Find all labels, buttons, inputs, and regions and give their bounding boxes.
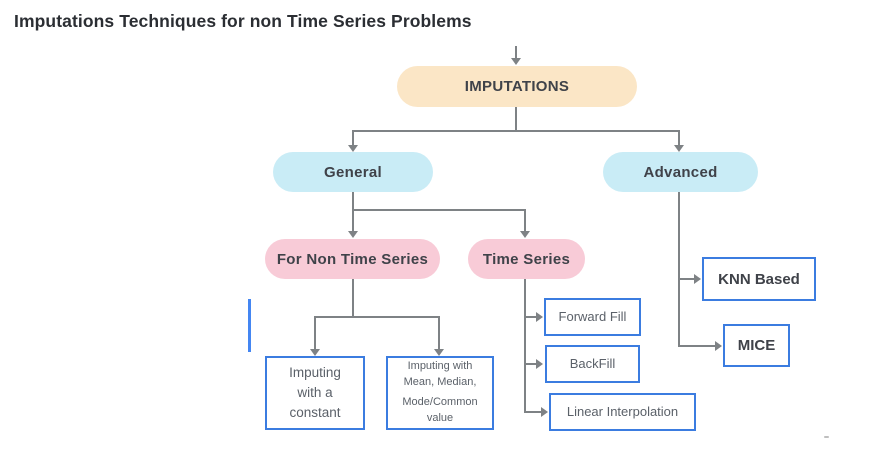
node-imputations: IMPUTATIONS [397,66,637,107]
node-linear-interpolation: Linear Interpolation [549,393,696,431]
node-advanced: Advanced [603,152,758,192]
arrow-down-icon [674,145,684,152]
node-knn-based: KNN Based [702,257,816,301]
node-imputing-constant: Imputing with a constant [265,356,365,430]
connector-line [678,345,715,347]
connector-line [524,209,526,231]
connector-line [515,46,517,59]
connector-line [352,279,354,317]
connector-line [524,411,541,413]
arrow-down-icon [520,231,530,238]
node-imputing-constant-line2: with a [297,384,333,400]
node-linear-interpolation-label: Linear Interpolation [566,403,679,419]
connector-line [352,130,354,146]
node-imputing-mean-line3: Mode/Common [402,396,478,408]
connector-line [438,316,440,349]
node-general: General [273,152,433,192]
connector-line [352,209,526,211]
arrow-right-icon [715,341,722,351]
node-backfill-label: BackFill [569,355,616,371]
node-for-non-time-series: For Non Time Series [265,239,440,279]
node-backfill: BackFill [545,345,640,383]
connector-line [524,316,536,318]
connector-line [314,316,440,318]
node-imputing-mean-median-mode: Imputing with Mean, Median, Mode/Common … [386,356,494,430]
diagram-title: Imputations Techniques for non Time Seri… [14,11,472,31]
node-mice: MICE [723,324,790,367]
node-imputing-mean-line4: value [426,411,454,424]
connector-line [524,363,536,365]
stray-cursor-bar [248,299,251,352]
node-for-non-time-series-label: For Non Time Series [276,250,429,268]
node-forward-fill-label: Forward Fill [558,308,627,324]
arrow-down-icon [434,349,444,356]
connector-line [314,316,316,349]
arrow-down-icon [348,145,358,152]
connector-line [515,107,517,130]
node-forward-fill: Forward Fill [544,298,641,336]
connector-line [352,209,354,231]
node-imputing-mean-line1: Imputing with [407,360,473,373]
connector-line [352,130,680,132]
arrow-right-icon [694,274,701,284]
node-time-series-label: Time Series [482,250,571,268]
node-mice-label: MICE [737,337,776,354]
node-advanced-label: Advanced [643,163,718,181]
node-knn-based-label: KNN Based [718,270,800,288]
connector-line [678,278,694,280]
arrow-down-icon [310,349,320,356]
connector-line [678,130,680,146]
node-general-label: General [324,163,382,181]
node-imputations-label: IMPUTATIONS [464,78,570,95]
connector-line [678,192,680,347]
node-time-series: Time Series [468,239,585,279]
arrow-down-icon [348,231,358,238]
node-imputing-mean-line2: Mean, Median, [403,376,477,389]
node-imputing-constant-line1: Imputing [289,364,341,380]
node-imputing-constant-line3: constant [289,405,341,421]
arrow-right-icon [536,359,543,369]
connector-line [352,192,354,209]
arrow-right-icon [536,312,543,322]
arrow-right-icon [541,407,548,417]
smudge-mark [824,436,829,438]
connector-line [524,279,526,412]
arrow-down-icon [511,58,521,65]
